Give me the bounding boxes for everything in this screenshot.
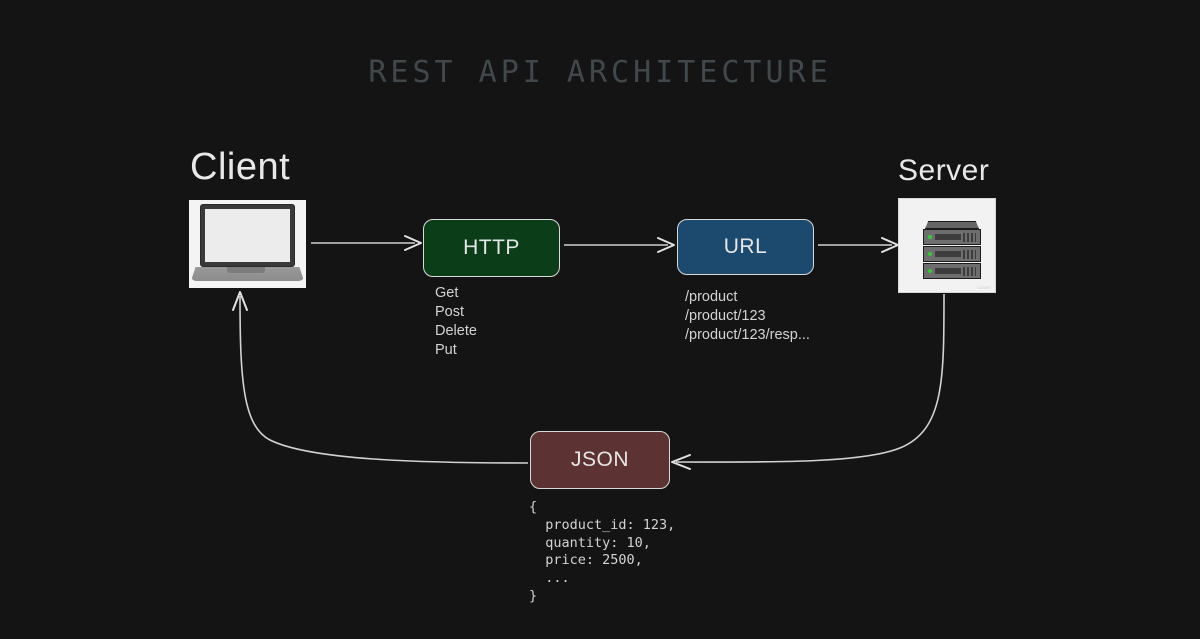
server-rack-stack	[923, 221, 981, 279]
server-led-icon	[928, 235, 932, 239]
url-paths-list: /product /product/123 /product/123/resp.…	[685, 289, 810, 343]
server-led-icon	[928, 269, 932, 273]
laptop-trackpad	[227, 267, 265, 273]
json-node[interactable]: JSON	[530, 431, 670, 489]
url-node[interactable]: URL	[677, 219, 814, 275]
http-methods-list: Get Post Delete Put	[435, 285, 477, 358]
server-drive-bay	[935, 268, 961, 274]
stock-watermark: 123RF	[977, 285, 991, 290]
server-label: Server	[898, 154, 990, 187]
client-label: Client	[190, 146, 291, 188]
laptop-screen-bezel	[200, 204, 295, 267]
server-vents	[963, 233, 976, 242]
server-unit	[923, 246, 981, 262]
server-drive-bay	[935, 251, 961, 257]
server-rack-top	[925, 221, 979, 229]
edge-url-to-server	[818, 237, 899, 253]
server-led-icon	[928, 252, 932, 256]
server-vents	[963, 267, 976, 276]
edge-json-to-client	[232, 291, 529, 464]
laptop-icon	[189, 200, 306, 288]
laptop-screen	[205, 209, 290, 262]
server-rack-icon: 123RF	[898, 198, 996, 293]
server-unit	[923, 263, 981, 279]
json-payload-text: { product_id: 123, quantity: 10, price: …	[529, 499, 676, 604]
page-title: REST API ARCHITECTURE	[368, 55, 832, 90]
server-unit	[923, 229, 981, 245]
edge-client-to-http	[311, 235, 422, 251]
laptop-base	[191, 267, 304, 281]
server-drive-bay	[935, 234, 961, 240]
edge-http-to-url	[564, 237, 675, 253]
http-node[interactable]: HTTP	[423, 219, 560, 277]
server-vents	[963, 250, 976, 259]
